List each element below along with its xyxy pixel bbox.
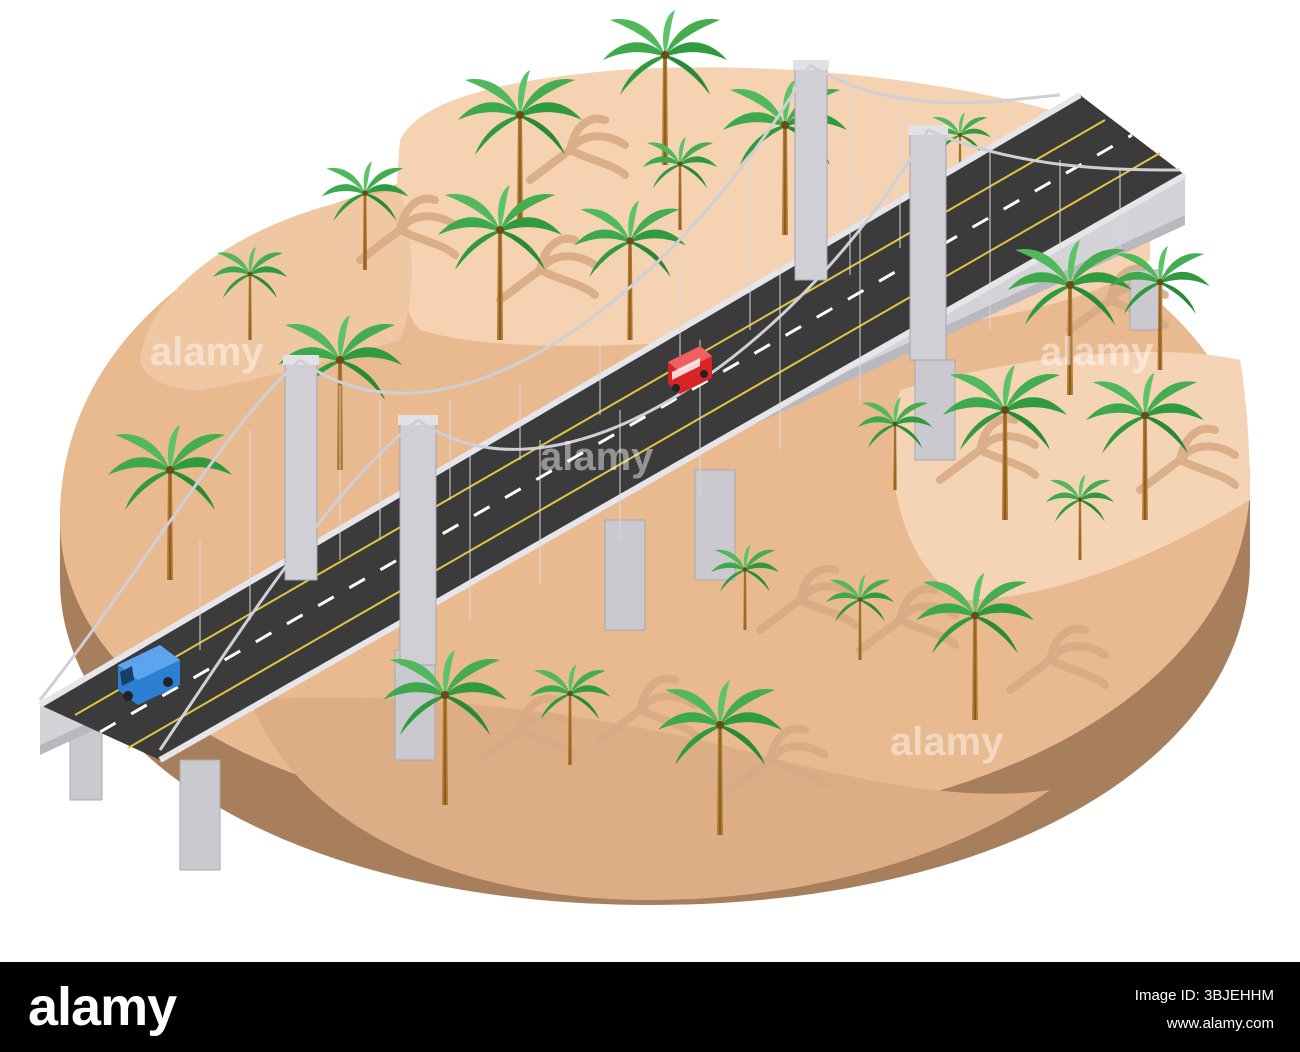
suspension-bridge [38,60,1187,871]
watermarks: alamy alamy alamy alamy [150,330,1154,764]
watermark: alamy [890,720,1004,764]
watermark: alamy [540,435,654,479]
footer-meta: Image ID: 3BJEHHM www.alamy.com [1135,982,1274,1038]
isometric-scene: alamy alamy alamy alamy [38,10,1250,905]
watermark: alamy [150,330,264,374]
bus [668,346,712,394]
watermark: alamy [1040,330,1154,374]
site-url[interactable]: www.alamy.com [1166,1015,1274,1032]
footer-bar: alamy Image ID: 3BJEHHM www.alamy.com [0,962,1300,1052]
brand-logo: alamy [28,977,177,1037]
van [118,645,180,705]
image-id: Image ID: 3BJEHHM [1134,987,1274,1004]
